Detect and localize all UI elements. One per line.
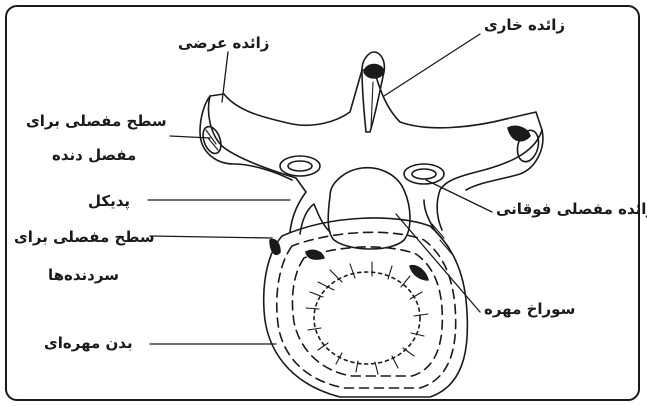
label-superior-articular-process: زائده مفصلی فوقانی bbox=[496, 200, 647, 218]
body-center-dotted bbox=[314, 272, 420, 364]
label-rib-facet-line1: سطح مفصلی برای bbox=[26, 112, 167, 130]
label-pedicle: پدیکل bbox=[88, 192, 130, 210]
spinous-process-tip bbox=[364, 65, 384, 79]
body-facet-left bbox=[306, 250, 324, 259]
leader-superior bbox=[426, 180, 492, 212]
label-head-facet-line1: سطح مفصلی برای bbox=[14, 228, 155, 246]
superior-articular-right bbox=[404, 164, 444, 184]
transverse-process-left bbox=[200, 96, 292, 180]
superior-articular-left bbox=[280, 156, 320, 176]
leader-foramen bbox=[396, 214, 480, 312]
label-spinous-process: زائده خاری bbox=[484, 16, 565, 34]
neural-arch bbox=[209, 70, 543, 232]
label-vertebral-foramen: سوراخ مهره bbox=[484, 300, 575, 318]
label-vertebral-body: بدن مهره‌ای bbox=[44, 334, 133, 352]
superior-articular-right-inner bbox=[412, 169, 436, 179]
leader-spinous bbox=[384, 34, 480, 96]
label-head-facet-line2: سردنده‌ها bbox=[48, 266, 119, 284]
vertebral-foramen bbox=[328, 168, 410, 249]
body-facet-right bbox=[410, 266, 428, 280]
left-lamina-inner bbox=[300, 204, 330, 234]
body-radiating-lines bbox=[306, 262, 428, 374]
label-rib-facet-line2: مفصل دنده bbox=[52, 146, 136, 164]
superior-articular-left-inner bbox=[288, 161, 312, 171]
leader-head-facet bbox=[150, 236, 272, 238]
leader-rib-facet bbox=[170, 136, 210, 138]
label-transverse-process: زائده عرضی bbox=[178, 34, 269, 52]
transverse-costal-facet-right bbox=[508, 126, 530, 140]
